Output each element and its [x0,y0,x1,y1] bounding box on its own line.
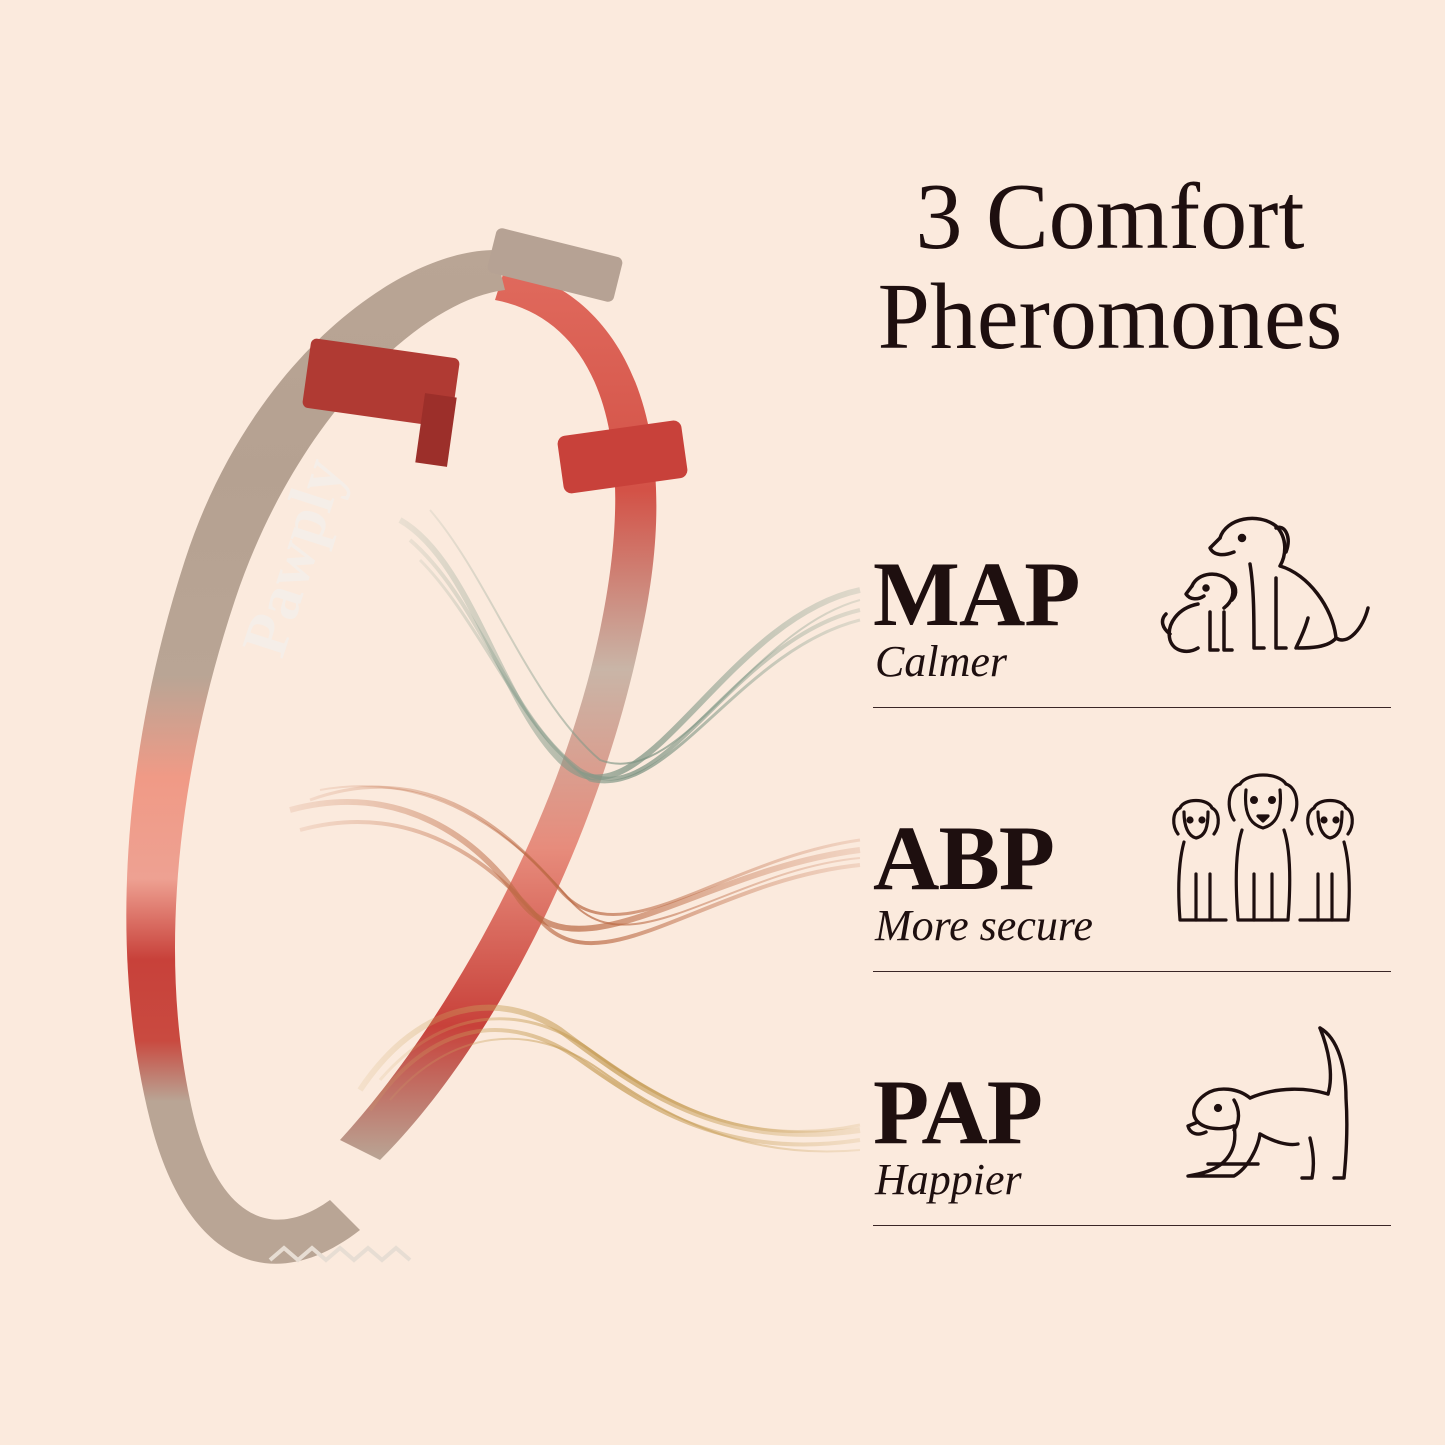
collar-front-band [126,250,505,1264]
benefit-description: More secure [875,901,1093,950]
benefit-description: Happier [875,1155,1022,1204]
playful-dog-icon [1186,1026,1349,1180]
headline: 3 Comfort Pheromones [780,165,1440,369]
scent-wisp-gold [357,1004,861,1153]
dog-with-puppy-icon [1160,516,1370,654]
benefit-code: ABP [873,807,1055,909]
headline-line-2: Pheromones [877,264,1343,369]
benefit-abp: ABP More secure [873,773,1391,972]
headline-line-1: 3 Comfort [915,165,1305,269]
benefit-map: MAP Calmer [873,516,1391,708]
collar-side-tab [557,420,688,494]
three-dogs-icon [1172,773,1354,922]
collar-back-band [340,268,657,1160]
benefit-code: MAP [873,543,1080,645]
collar-teeth [268,1245,412,1263]
divider-rule [873,1225,1391,1226]
collar-top-buckle [487,228,623,302]
scent-wisp-green [398,509,861,784]
benefit-description: Calmer [875,637,1007,686]
benefit-pap: PAP Happier [873,1026,1391,1226]
benefit-code: PAP [873,1061,1043,1163]
scent-wisp-orange [289,785,861,946]
collar-keeper-loop [302,338,460,428]
divider-rule [873,707,1391,708]
divider-rule [873,971,1391,972]
